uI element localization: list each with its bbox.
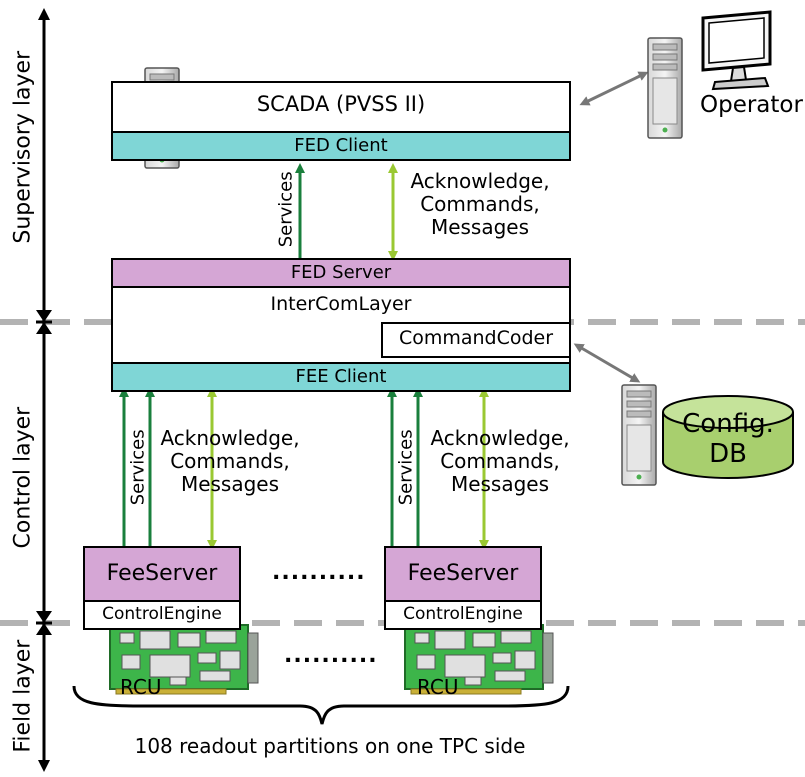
operator-link-arrow (579, 71, 649, 106)
control-engine-label-right: ControlEngine (403, 604, 523, 624)
config-db-line-1: Config. (682, 409, 774, 439)
services-label-top: Services (275, 171, 297, 248)
ack-line-2: Commands, (420, 192, 540, 216)
rcu-board-right (404, 624, 554, 695)
partition-brace (72, 685, 570, 725)
ack-right-line-1: Acknowledge, (430, 426, 570, 450)
ack-label-left: Acknowledge, Commands, Messages (150, 427, 310, 496)
control-engine-label-left: ControlEngine (102, 604, 222, 624)
rcu-board-left (109, 624, 259, 695)
ellipsis-rcus: .......... (284, 643, 378, 668)
ack-left-line-3: Messages (180, 472, 280, 496)
config-db-label: Config. DB (663, 409, 793, 470)
control-engine-box-left (83, 600, 241, 630)
scada-box (111, 81, 571, 133)
axis-mid-arrow-1 (36, 310, 52, 334)
feeserver-box-left (83, 546, 241, 602)
services-label-left: Services (127, 429, 149, 506)
server-icon-db (621, 384, 657, 486)
partitions-caption: 108 readout partitions on one TPC side (134, 734, 526, 758)
ack-line-3: Messages (430, 215, 530, 239)
scada-title: SCADA (PVSS II) (256, 92, 426, 116)
layer-label-control: Control layer (10, 406, 36, 549)
ack-left-line-1: Acknowledge, (160, 426, 300, 450)
monitor-icon (701, 10, 772, 91)
ack-right-line-2: Commands, (440, 449, 560, 473)
rcu-label-right: RCU (417, 675, 459, 699)
database-icon (662, 395, 794, 479)
command-coder-box (381, 322, 571, 358)
layer-label-field: Field layer (10, 639, 36, 753)
fee-client-label: FEE Client (295, 366, 387, 387)
rcu-label-left: RCU (120, 675, 162, 699)
config-db-line-2: DB (709, 438, 747, 469)
fee-client-box (111, 362, 571, 392)
fed-server-label: FED Server (290, 262, 392, 283)
control-engine-box-right (384, 600, 542, 630)
services-label-right: Services (395, 429, 417, 506)
db-link-arrow (573, 343, 641, 383)
ack-label-top: Acknowledge, Commands, Messages (400, 170, 560, 239)
fed-client-label: FED Client (294, 135, 388, 156)
feeserver-label-right: FeeServer (407, 561, 519, 586)
ack-right-line-3: Messages (450, 472, 550, 496)
intercom-label: InterComLayer (270, 293, 412, 315)
ack-left-line-2: Commands, (170, 449, 290, 473)
feeserver-box-right (384, 546, 542, 602)
ack-line-1: Acknowledge, (410, 169, 550, 193)
operator-label: Operator (700, 92, 803, 118)
server-icon-operator (647, 37, 683, 139)
fed-client-box (111, 131, 571, 161)
feeserver-label-left: FeeServer (106, 561, 218, 586)
command-coder-label: CommandCoder (398, 327, 554, 349)
axis-mid-arrow-2 (36, 611, 52, 635)
ack-label-right: Acknowledge, Commands, Messages (420, 427, 580, 496)
layer-label-supervisory: Supervisory layer (10, 50, 36, 244)
ellipsis-feeservers: .......... (272, 560, 366, 585)
